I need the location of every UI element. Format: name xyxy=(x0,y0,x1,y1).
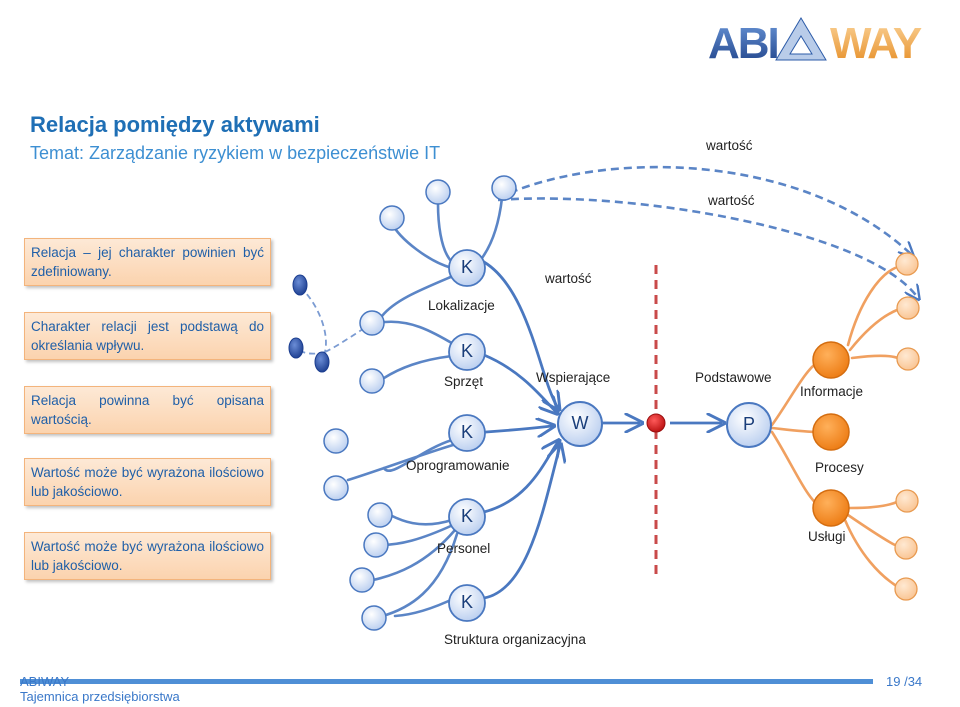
process-leaf xyxy=(894,577,918,601)
label-struktura: Struktura organizacyjna xyxy=(444,632,586,647)
note-impact: Charakter relacji jest podstawą do okreś… xyxy=(24,312,271,360)
process-leaf xyxy=(895,489,919,513)
w-node xyxy=(557,401,603,447)
k-connectors xyxy=(346,196,504,620)
value-label-mid: wartość xyxy=(708,193,755,208)
k-node-lokalizacje xyxy=(448,249,486,287)
leaf-node xyxy=(491,175,517,201)
label-personel: Personel xyxy=(437,541,491,556)
note-quantitative: Wartość może być wyrażona ilościowo lub … xyxy=(24,458,271,506)
process-node-informacje xyxy=(812,341,850,379)
page-current: 19 xyxy=(886,674,901,689)
leaf-node xyxy=(323,475,349,501)
leaf-node xyxy=(359,310,385,336)
value-arrow-1 xyxy=(497,165,912,255)
leaf-node xyxy=(349,567,375,593)
k-node-oprogramowanie xyxy=(448,414,486,452)
k-letter: K xyxy=(460,422,473,442)
value-label-k: wartość xyxy=(545,271,592,286)
red-node xyxy=(646,413,666,433)
value-arrow-2 xyxy=(497,197,918,298)
leaf-node xyxy=(361,605,387,631)
process-leaf xyxy=(895,252,919,276)
label-lokalizacje: Lokalizacje xyxy=(428,298,495,313)
label-oprogramowanie: Oprogramowanie xyxy=(406,458,510,473)
label-informacje: Informacje xyxy=(800,384,864,399)
label-procesy: Procesy xyxy=(815,460,864,475)
p-node xyxy=(726,402,772,448)
svg-text:ABI: ABI xyxy=(708,19,778,68)
leaf-node xyxy=(379,205,405,231)
k-node-personel xyxy=(448,498,486,536)
w-letter: W xyxy=(571,413,589,433)
leaf-node xyxy=(323,428,349,454)
process-node-procesy xyxy=(812,413,850,451)
leaf-node xyxy=(359,368,385,394)
footer-bar xyxy=(20,679,873,684)
footer-confidential: Tajemnica przedsiębiorstwa xyxy=(20,689,180,704)
note-quantitative-2: Wartość może być wyrażona ilościowo lub … xyxy=(24,532,271,580)
p-letter: P xyxy=(742,414,755,434)
note-relation: Relacja – jej charakter powinien być zde… xyxy=(24,238,271,286)
dark-node xyxy=(292,274,308,296)
label-uslugi: Usługi xyxy=(808,529,846,544)
abiway-logo: ABI WAY xyxy=(708,17,924,68)
process-leaf xyxy=(896,347,920,371)
k-letter: K xyxy=(460,592,473,612)
leaf-node xyxy=(363,532,389,558)
footer-brand: ABIWAY xyxy=(20,674,70,689)
k-letter: K xyxy=(460,341,473,361)
k-node-sprzet xyxy=(448,333,486,371)
process-leaf xyxy=(894,536,918,560)
process-node-uslugi xyxy=(812,489,850,527)
label-podstawowe: Podstawowe xyxy=(695,370,772,385)
k-letter: K xyxy=(460,257,473,277)
svg-text:WAY: WAY xyxy=(830,19,922,68)
k-letter: K xyxy=(460,506,473,526)
page-subtitle: Temat: Zarządzanie ryzykiem w bezpieczeń… xyxy=(30,143,441,163)
dark-node xyxy=(288,337,304,359)
label-sprzet: Sprzęt xyxy=(444,374,484,389)
value-label-top: wartość xyxy=(706,138,753,153)
leaf-node xyxy=(367,502,393,528)
page-total: /34 xyxy=(904,674,923,689)
k-node-struktura xyxy=(448,584,486,622)
k-to-w-arrows xyxy=(482,260,560,600)
page-title: Relacja pomiędzy aktywami xyxy=(30,112,320,137)
label-wspierajace: Wspierające xyxy=(536,370,611,385)
process-leaf xyxy=(896,296,920,320)
leaf-node xyxy=(425,179,451,205)
page-number: 19 /34 xyxy=(886,674,922,689)
note-value: Relacja powinna być opisana wartością. xyxy=(24,386,271,434)
dark-node xyxy=(314,351,330,373)
